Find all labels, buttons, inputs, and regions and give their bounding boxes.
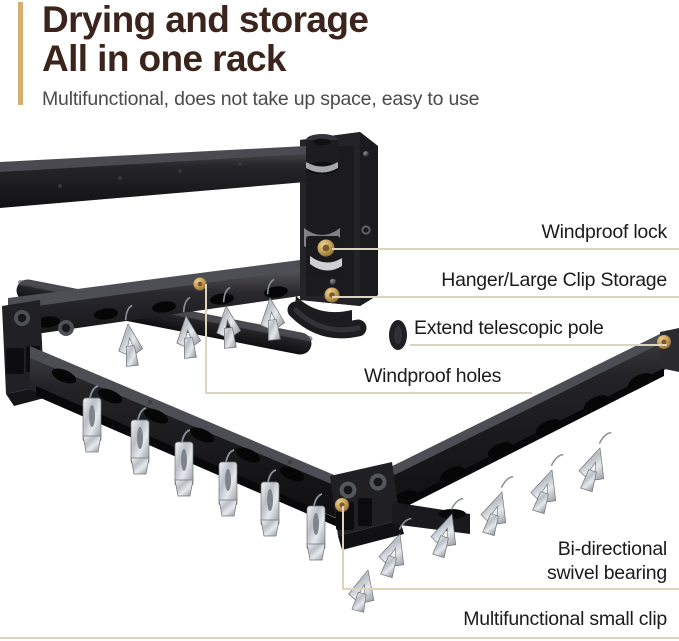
leader-line-multifunctional-clip [0, 637, 679, 639]
clip-row-front-right [378, 431, 612, 579]
clip-row-bottom-center [306, 493, 375, 613]
windproof-lock-assembly [304, 228, 342, 278]
windproof-holes-back [36, 286, 288, 328]
callout-swivel-bearing: Bi-directional swivel bearing [547, 537, 667, 585]
callout-label: Windproof lock [541, 221, 668, 243]
clip-row-back [118, 278, 286, 367]
header-text-block: Drying and storage All in one rack Multi… [42, 0, 662, 111]
page-title-line-1: Drying and storage [42, 0, 369, 40]
callout-label-line-1: Bi-directional [557, 538, 667, 560]
header-accent-bar [18, 2, 23, 105]
rack-bar-front-left [30, 346, 346, 528]
leader-line-windproof-holes [205, 392, 532, 394]
rack-bar-front-right [356, 328, 679, 530]
top-swivel-barrel [306, 134, 338, 174]
wall-mount-plate [294, 132, 378, 330]
product-photo-drying-rack [0, 110, 679, 641]
callout-hanger-clip-storage: Hanger/Large Clip Storage [441, 268, 667, 292]
leader-riser-swivel-bearing [342, 506, 344, 589]
callout-label: Extend telescopic pole [414, 317, 604, 339]
leader-line-extend-telescopic-pole [410, 344, 667, 346]
leader-riser-windproof-holes [205, 284, 207, 393]
leader-line-windproof-lock [332, 248, 679, 250]
callout-windproof-holes: Windproof holes [364, 364, 501, 388]
windproof-holes-front-right [392, 373, 652, 506]
callout-extend-telescopic-pole: Extend telescopic pole [414, 316, 604, 340]
page-title-line-2: All in one rack [42, 38, 287, 79]
callout-windproof-lock: Windproof lock [541, 220, 668, 244]
page-subtitle: Multifunctional, does not take up space,… [42, 88, 480, 110]
rack-bar-back [8, 260, 300, 338]
upper-support-arm [0, 146, 306, 208]
clip-row-front-left [82, 385, 280, 537]
leader-line-swivel-bearing [342, 588, 679, 590]
callout-label-line-2: swivel bearing [546, 562, 667, 584]
callout-label: Multifunctional small clip [463, 608, 667, 630]
callout-label: Windproof holes [364, 365, 502, 387]
leader-line-hanger-clip-storage [332, 296, 679, 298]
windproof-holes-front-left [51, 368, 305, 482]
callout-multifunctional-clip: Multifunctional small clip [463, 607, 667, 631]
callout-label: Hanger/Large Clip Storage [441, 269, 667, 291]
